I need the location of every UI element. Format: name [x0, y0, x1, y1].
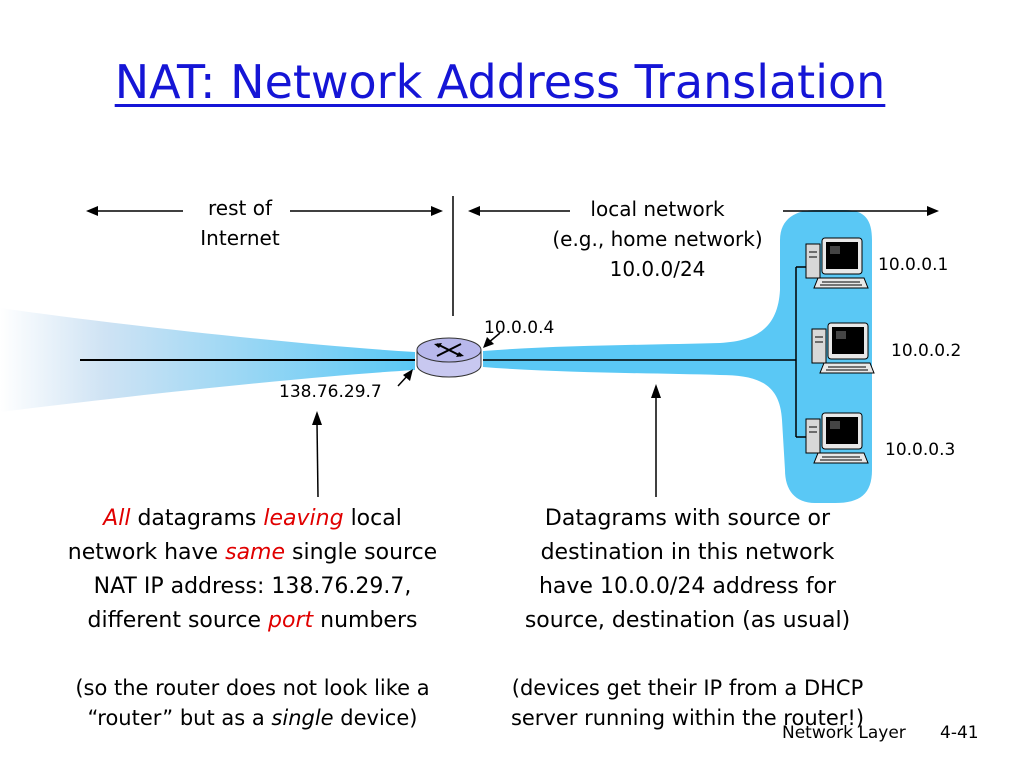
internet-text: Internet — [200, 226, 280, 250]
host2-address: 10.0.0.2 — [891, 341, 962, 361]
subnet-text: 10.0.0/24 — [609, 257, 706, 281]
local-network-text: local network — [590, 197, 725, 221]
emphasis-same: same — [225, 540, 286, 565]
left-explanation: All datagrams leaving local network have… — [67, 506, 438, 633]
router-outside-address: 138.76.29.7 — [279, 382, 382, 402]
host3-address: 10.0.0.3 — [885, 440, 956, 460]
footer-page-number: 4-41 — [940, 723, 979, 743]
extent-arrows — [86, 206, 939, 216]
computer-icon — [811, 322, 875, 374]
pointer-arrows — [312, 332, 661, 498]
home-network-text: (e.g., home network) — [552, 227, 763, 251]
computer-icon — [805, 237, 869, 289]
rest-of-internet-label: rest of Internet — [170, 193, 310, 253]
local-network-label: local network (e.g., home network) 10.0.… — [515, 194, 800, 284]
emphasis-all: All — [103, 506, 131, 531]
host1-address: 10.0.0.1 — [878, 255, 949, 275]
computer-icon — [805, 412, 869, 464]
router-icon — [416, 337, 482, 378]
emphasis-single: single — [271, 706, 334, 730]
emphasis-port: port — [268, 608, 314, 633]
right-note: (devices get their IP from a DHCP server… — [510, 676, 865, 730]
router-inside-address: 10.0.0.4 — [484, 318, 555, 338]
local-network-shape — [483, 210, 872, 503]
footer-chapter: Network Layer — [782, 723, 906, 743]
page-title: NAT: Network Address Translation — [114, 55, 886, 109]
emphasis-leaving: leaving — [263, 506, 344, 531]
right-explanation: Datagrams with source or destination in … — [524, 506, 851, 633]
rest-of-text: rest of — [208, 196, 272, 220]
left-note: (so the router does not look like a “rou… — [75, 676, 430, 730]
